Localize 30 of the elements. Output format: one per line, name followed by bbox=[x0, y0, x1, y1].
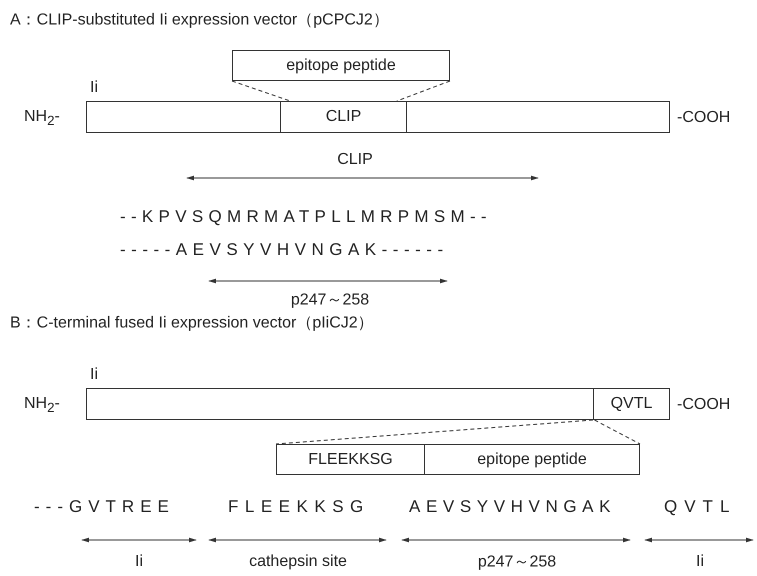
amino-acid-sequence: FLEEKKSG bbox=[228, 497, 370, 517]
terminus-label: NH$_{2}$- bbox=[24, 108, 60, 128]
dashed-line bbox=[232, 80, 291, 102]
region-label: CLIP bbox=[337, 151, 373, 169]
amino-acid-sequence: ---GVTREE bbox=[34, 497, 175, 517]
panel-title: B：C-terminal fused Ii expression vector（pIiCJ2） bbox=[10, 314, 374, 334]
sequence-segment: CLIP bbox=[280, 101, 407, 133]
sequence-segment: epitope peptide bbox=[424, 444, 640, 475]
region-label: Ii bbox=[696, 553, 704, 571]
terminus-label: -COOH bbox=[677, 109, 730, 127]
amino-acid-sequence: QVTL bbox=[664, 497, 736, 517]
terminus-label: -COOH bbox=[677, 396, 730, 414]
region-label: cathepsin site bbox=[249, 553, 347, 571]
region-label: Ii bbox=[135, 553, 143, 571]
terminus-label: NH$_{2}$- bbox=[24, 394, 60, 416]
dashed-line bbox=[396, 80, 450, 102]
panel-title: A：CLIP-substituted Ii expression vector（pCPCJ2） bbox=[10, 10, 389, 30]
protein-bar bbox=[86, 101, 670, 133]
amino-acid-sequence: AEVSYVHVNGAK bbox=[409, 497, 616, 517]
region-label: p247～258 bbox=[478, 552, 556, 572]
amino-acid-sequence: --KPVSQMRMATPLLMRPMSM-- bbox=[120, 207, 492, 227]
amino-acid-sequence: -----AEVSYVHVNGAK------ bbox=[120, 240, 449, 260]
dashed-line bbox=[594, 420, 640, 444]
chain-label: Ii bbox=[90, 366, 98, 384]
protein-bar bbox=[86, 388, 670, 420]
dashed-line bbox=[276, 420, 594, 444]
sequence-segment: epitope peptide bbox=[232, 50, 450, 81]
region-label: p247～258 bbox=[290, 290, 370, 310]
chain-label: Ii bbox=[90, 79, 98, 97]
sequence-segment: FLEEKKSG bbox=[276, 444, 425, 475]
